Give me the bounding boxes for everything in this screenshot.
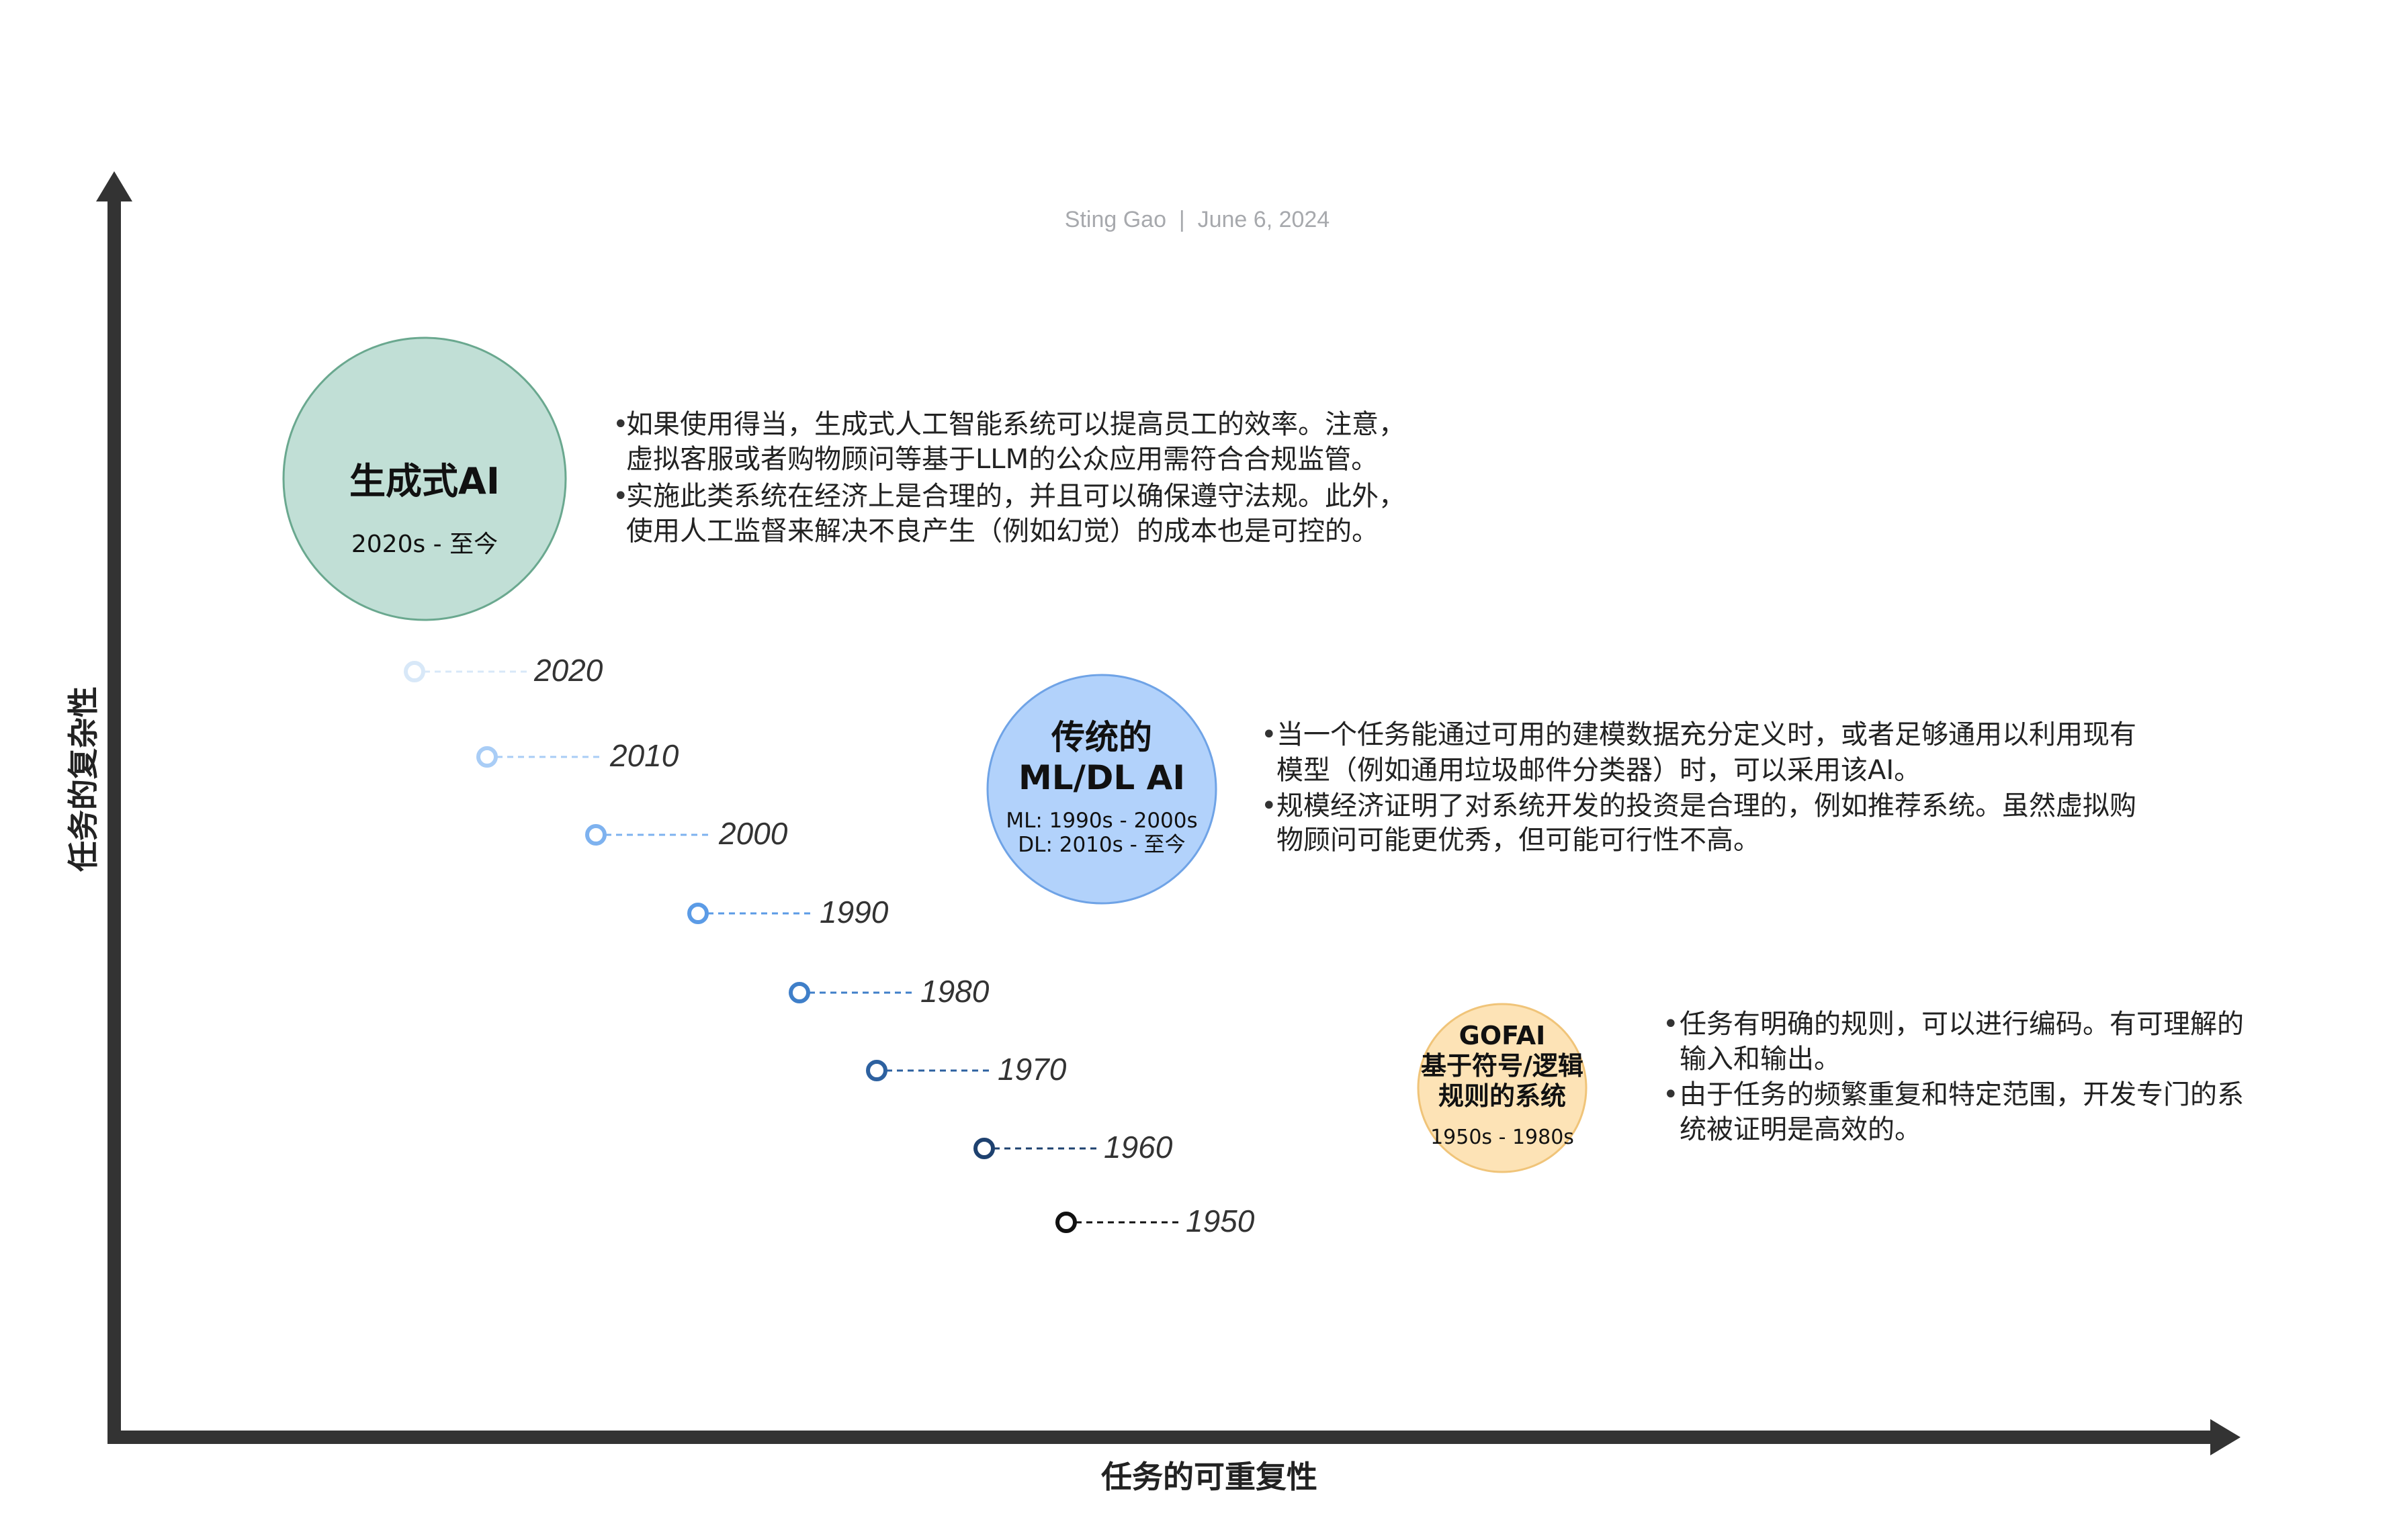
bullet-text-line: 物顾问可能更优秀，但可能可行性不高。 bbox=[1276, 825, 1760, 856]
era-title-line: 基于符号/逻辑 bbox=[1421, 1051, 1583, 1081]
bullet-dot-icon: • bbox=[1261, 719, 1277, 750]
timeline-year-label: 1970 bbox=[998, 1052, 1067, 1087]
era-circle bbox=[282, 336, 567, 621]
timeline-item-1950: 1950 bbox=[1055, 1204, 1255, 1238]
timeline-dot bbox=[687, 903, 709, 924]
era-title-line: GOFAI bbox=[1459, 1021, 1546, 1050]
era-title-line: ML/DL AI bbox=[1018, 758, 1185, 797]
era-descriptions: •如果使用得当，生成式人工智能系统可以提高员工的效率。注意，虚拟客服或者购物顾问… bbox=[613, 409, 2244, 1145]
timeline-dot bbox=[476, 746, 498, 768]
bullet-dot-icon: • bbox=[1663, 1009, 1679, 1040]
timeline: 2020 2010 2000 1990 1980 1970 1960 1950 bbox=[404, 653, 1255, 1238]
bullets-genai: •如果使用得当，生成式人工智能系统可以提高员工的效率。注意，虚拟客服或者购物顾问… bbox=[613, 409, 1405, 547]
bullet-text-line: 规模经济证明了对系统开发的投资是合理的，例如推荐系统。虽然虚拟购 bbox=[1276, 790, 2136, 821]
bullet-text-line: 实施此类系统在经济上是合理的，并且可以确保遵守法规。此外， bbox=[626, 481, 1405, 512]
timeline-year-label: 2010 bbox=[609, 738, 679, 773]
bullets-gofai: •任务有明确的规则，可以进行编码。有可理解的输入和输出。•由于任务的频繁重复和特… bbox=[1663, 1009, 2244, 1145]
axes: 任务的复杂性 任务的可重复性 bbox=[65, 171, 2241, 1495]
bullet-dot-icon: • bbox=[613, 409, 629, 440]
timeline-year-label: 1950 bbox=[1186, 1204, 1255, 1238]
bullet-dot-icon: • bbox=[1261, 790, 1277, 821]
timeline-dot bbox=[404, 661, 425, 682]
timeline-item-1990: 1990 bbox=[687, 895, 889, 930]
bullet-dot-icon: • bbox=[1663, 1079, 1679, 1110]
author-date-line: Sting Gao | June 6, 2024 bbox=[1065, 207, 1330, 232]
bullet-text-line: 由于任务的频繁重复和特定范围，开发专门的系 bbox=[1680, 1079, 2244, 1110]
era-circle bbox=[1417, 1003, 1588, 1173]
timeline-dot bbox=[973, 1138, 995, 1159]
bullet-text-line: 输入和输出。 bbox=[1680, 1044, 1841, 1075]
bullet-text-line: 模型（例如通用垃圾邮件分类器）时，可以采用该AI。 bbox=[1276, 755, 1921, 786]
timeline-dot bbox=[585, 824, 607, 846]
era-title-line: 生成式AI bbox=[349, 460, 500, 502]
bullet-text-line: 任务有明确的规则，可以进行编码。有可理解的 bbox=[1680, 1009, 2244, 1040]
timeline-year-label: 1990 bbox=[820, 895, 889, 930]
timeline-year-label: 1980 bbox=[920, 974, 990, 1009]
era-period-line: DL: 2010s - 至今 bbox=[1018, 833, 1185, 857]
bullet-text-line: 如果使用得当，生成式人工智能系统可以提高员工的效率。注意， bbox=[626, 409, 1405, 440]
x-axis-arrow-icon bbox=[2210, 1419, 2241, 1455]
timeline-item-1960: 1960 bbox=[973, 1130, 1173, 1165]
x-axis-label: 任务的可重复性 bbox=[1101, 1459, 1317, 1495]
timeline-item-2000: 2000 bbox=[585, 816, 788, 851]
era-genai: 生成式AI 2020s - 至今 bbox=[282, 336, 567, 621]
timeline-item-2020: 2020 bbox=[404, 653, 603, 688]
timeline-item-1980: 1980 bbox=[789, 974, 990, 1009]
y-axis-arrow-icon bbox=[96, 171, 132, 201]
timeline-dot bbox=[789, 982, 810, 1003]
bullet-text-line: 统被证明是高效的。 bbox=[1680, 1114, 1921, 1145]
timeline-item-2010: 2010 bbox=[476, 738, 679, 773]
era-period-line: 2020s - 至今 bbox=[351, 531, 498, 558]
timeline-year-label: 1960 bbox=[1104, 1130, 1173, 1165]
era-title-line: 传统的 bbox=[1051, 718, 1152, 757]
timeline-item-1970: 1970 bbox=[866, 1052, 1067, 1087]
y-axis-label: 任务的复杂性 bbox=[65, 686, 101, 872]
timeline-year-label: 2000 bbox=[718, 816, 788, 851]
era-period-line: ML: 1990s - 2000s bbox=[1006, 809, 1197, 833]
timeline-year-label: 2020 bbox=[533, 653, 603, 688]
timeline-dot bbox=[866, 1060, 887, 1081]
timeline-dot bbox=[1055, 1212, 1077, 1233]
bullet-text-line: 虚拟客服或者购物顾问等基于LLM的公众应用需符合合规监管。 bbox=[626, 444, 1378, 475]
era-circle bbox=[986, 674, 1217, 905]
era-period-line: 1950s - 1980s bbox=[1430, 1126, 1574, 1149]
bullet-text-line: 当一个任务能通过可用的建模数据充分定义时，或者足够通用以利用现有 bbox=[1276, 719, 2136, 750]
bullets-mldl: •当一个任务能通过可用的建模数据充分定义时，或者足够通用以利用现有模型（例如通用… bbox=[1261, 719, 2136, 856]
era-title-line: 规则的系统 bbox=[1438, 1081, 1566, 1111]
bullet-text-line: 使用人工监督来解决不良产生（例如幻觉）的成本也是可控的。 bbox=[626, 516, 1379, 547]
bullet-dot-icon: • bbox=[613, 481, 629, 512]
